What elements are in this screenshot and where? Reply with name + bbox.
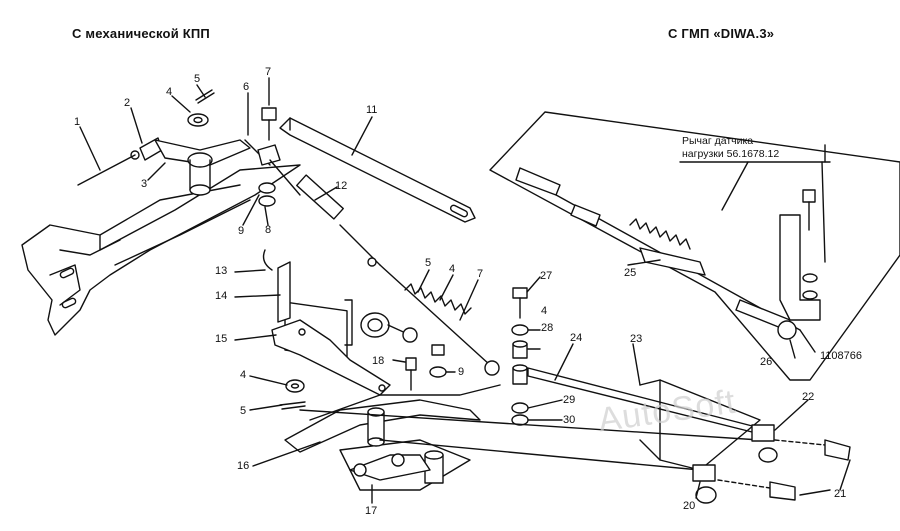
nut-9-upper [258,182,276,194]
pivot-22 [751,424,851,463]
label-24: 24 [570,332,583,344]
label-25: 25 [624,267,637,279]
label-5-top: 5 [194,73,201,85]
label-28: 28 [541,322,554,334]
label-3: 3 [141,178,148,190]
washer-4-lower [285,379,305,393]
label-21: 21 [834,488,847,500]
label-8: 8 [265,224,272,236]
label-16: 16 [237,460,250,472]
label-17: 17 [365,505,378,517]
cross-rod [299,409,761,471]
left-mounting-bracket [21,164,301,336]
label-1: 1 [74,116,81,128]
label-5-lower: 5 [240,405,247,417]
label-4-mid: 4 [449,263,456,275]
spring-rod [379,264,500,376]
label-23: 23 [630,333,643,345]
bracket-11 [279,117,476,223]
label-15: 15 [215,333,228,345]
label-9-lower: 9 [458,366,465,378]
label-26: 26 [760,356,773,368]
label-2: 2 [124,97,131,109]
lever-3 [154,139,251,196]
label-7-top: 7 [265,66,272,78]
callout-line-2: нагрузки 56.1678.12 [682,148,780,160]
cotter-pin-5-lower [279,401,306,410]
label-7-mid: 7 [477,268,484,280]
label-4-right: 4 [541,305,548,317]
washer-29 [511,402,529,414]
bolt-18 [405,357,417,391]
nut-9-lower [429,366,447,378]
bolt-7-top [261,107,277,141]
bracket-23 [639,379,761,471]
bolt-27 [512,287,528,319]
pivot-20 [692,464,796,504]
label-14: 14 [215,290,228,302]
label-5-mid: 5 [425,257,432,269]
sensor-bracket [779,189,821,321]
label-6: 6 [243,81,250,93]
label-18: 18 [372,355,385,367]
label-30: 30 [563,414,576,426]
label-20: 20 [683,500,696,512]
washer-4-right [511,324,529,336]
sensor-lever-callout: Рычаг датчика нагрузки 56.1678.12 [682,135,779,161]
bracket-15 [271,319,391,396]
lever-assembly-16-17 [284,384,501,491]
callout-line-1: Рычаг датчика [682,135,754,147]
label-4-lower: 4 [240,369,247,381]
label-27: 27 [540,270,553,282]
label-29: 29 [563,394,576,406]
part-number-label: 1108766 [820,350,863,362]
label-9-upper: 9 [238,225,245,237]
washer-4-top [187,113,209,127]
label-13: 13 [215,265,228,277]
label-22: 22 [802,391,815,403]
label-11: 11 [366,104,378,116]
title-automatic-gearbox: С ГМП «DIWA.3» [668,26,775,41]
sensor-rod-assembly-25 [515,167,801,340]
label-12: 12 [335,180,348,192]
title-manual-gearbox: С механической КПП [72,26,210,41]
label-4-top: 4 [166,86,173,98]
nut-8-upper [258,195,276,207]
